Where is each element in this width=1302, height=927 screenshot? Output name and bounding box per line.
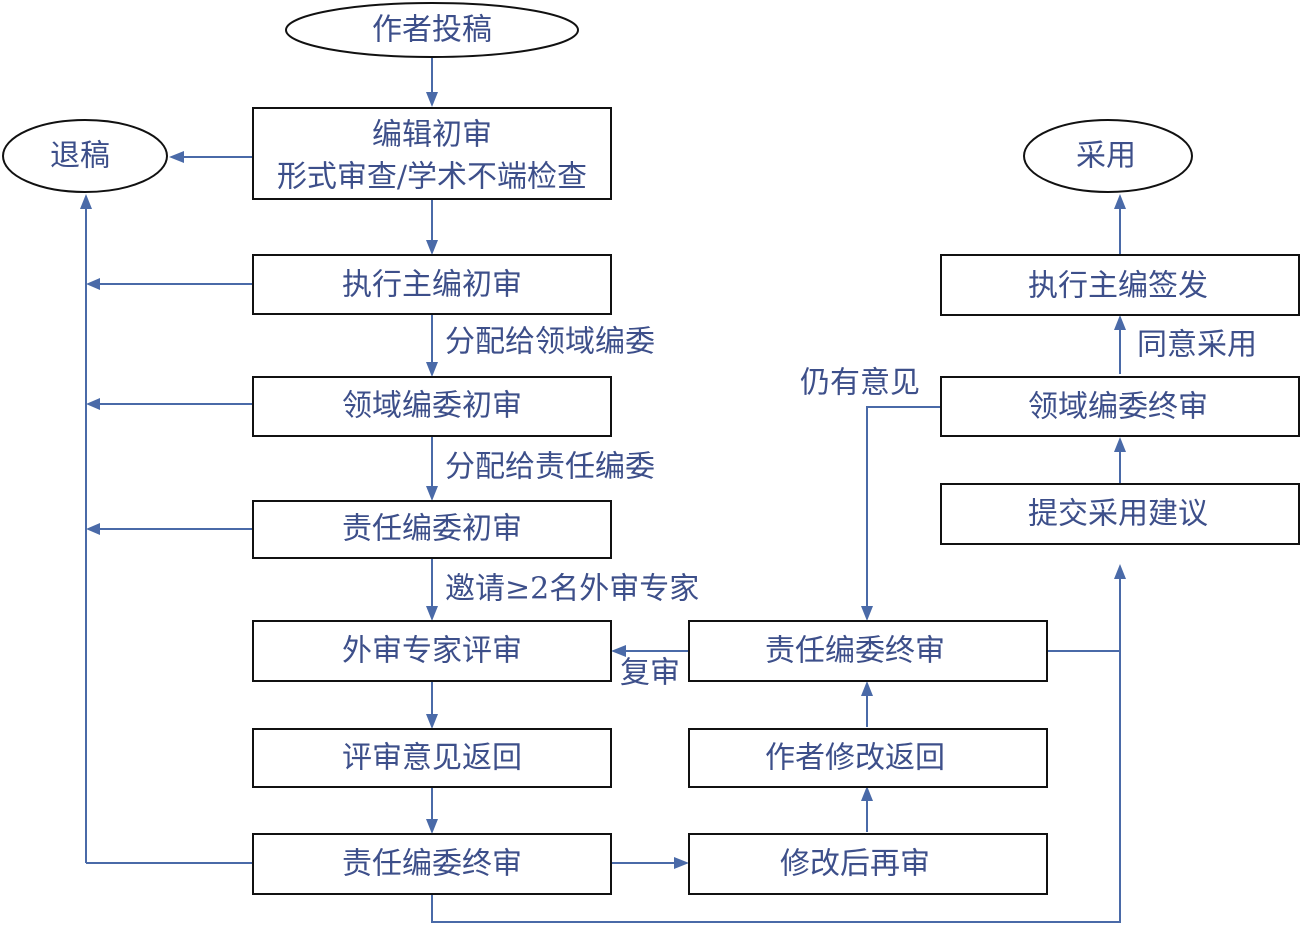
connectors [85,58,1121,923]
node-revise-rereview: 修改后再审 [688,833,1048,895]
revise-rereview-box [688,833,1048,895]
accept-oval [1023,119,1193,193]
label-assign-field-editor: 分配给领域编委 [445,325,655,360]
edge-fieldfinal-back-route [866,406,940,610]
arrowhead-down-resp [426,486,438,501]
arrowhead-down-editorial [426,92,438,107]
editorial-review-line1: 编辑初审 [372,118,492,153]
node-submit-accept-recommendation: 提交采用建议 [940,483,1300,545]
arrowhead-down-final [426,819,438,834]
editorial-review-box [252,107,612,200]
arrowhead-left-exec [86,278,100,290]
label-agree-accept: 同意采用 [1137,328,1257,363]
submit-accept-recommendation-box [940,483,1300,545]
reject-label: 退稿 [50,139,110,174]
label-assign-resp-editor: 分配给责任编委 [445,450,655,485]
arrowhead-up-recommend [1114,564,1126,579]
arrowhead-down-field [426,362,438,377]
resp-editor-final-lower-box [252,833,612,895]
resp-editor-final-upper-label: 责任编委终审 [765,634,945,669]
node-author-revision-returned: 作者修改返回 [688,728,1048,788]
node-accept: 采用 [1023,119,1193,193]
label-invite-reviewers: 邀请≥2名外审专家 [445,572,699,607]
field-editor-final-label: 领域编委终审 [1028,390,1208,425]
author-revision-returned-box [688,728,1048,788]
author-revision-returned-label: 作者修改返回 [765,741,945,776]
node-submit: 作者投稿 [285,2,579,58]
arrowhead-up-fieldfinal [1114,437,1126,452]
arrowhead-left-external [611,645,626,657]
arrowhead-down-exec [426,240,438,255]
node-editorial-review: 编辑初审 形式审查/学术不端检查 [252,107,612,200]
review-returned-box [252,728,612,788]
arrowhead-up-author [861,786,873,801]
reject-oval [2,119,168,193]
node-resp-editor-final-lower: 责任编委终审 [252,833,612,895]
node-review-returned: 评审意见返回 [252,728,612,788]
exec-editor-signoff-box [940,254,1300,316]
node-external-review: 外审专家评审 [252,620,612,682]
arrowhead-up-respfinal [861,681,873,696]
resp-editor-final-lower-label: 责任编委终审 [342,847,522,882]
resp-editor-final-upper-box [688,620,1048,682]
node-field-editor-final: 领域编委终审 [940,376,1300,437]
resp-editor-review-label: 责任编委初审 [342,512,522,547]
accept-label: 采用 [1076,139,1136,174]
submit-oval [285,2,579,58]
exec-editor-signoff-label: 执行主编签发 [1028,269,1208,304]
node-exec-editor-signoff: 执行主编签发 [940,254,1300,316]
field-editor-review-box [252,376,612,437]
node-resp-editor-final-upper: 责任编委终审 [688,620,1048,682]
node-field-editor-review: 领域编委初审 [252,376,612,437]
field-editor-final-box [940,376,1300,437]
external-review-box [252,620,612,682]
resp-editor-review-box [252,500,612,559]
arrowhead-up-accept [1114,194,1126,209]
arrowhead-right-revise [674,857,689,869]
submit-label: 作者投稿 [372,13,492,48]
arrowhead-down-respfinal [861,606,873,621]
exec-editor-review-box [252,254,612,315]
arrowhead-up-signoff [1114,315,1126,330]
submit-accept-recommendation-label: 提交采用建议 [1028,497,1208,532]
arrowhead-down-external [426,606,438,621]
edge-labels: 分配给领域编委 分配给责任编委 邀请≥2名外审专家 同意采用 仍有意见 复审 [445,325,1257,691]
arrowhead-up-reject [80,194,92,209]
node-exec-editor-review: 执行主编初审 [252,254,612,315]
exec-editor-review-label: 执行主编初审 [342,268,522,303]
editorial-review-line2: 形式审查/学术不端检查 [277,160,587,195]
arrowhead-down-returned [426,714,438,729]
arrowhead-left-field [86,398,100,410]
node-reject: 退稿 [2,119,168,193]
arrowheads [80,92,1126,869]
external-review-label: 外审专家评审 [342,634,522,669]
field-editor-review-label: 领域编委初审 [342,389,522,424]
arrowhead-left-resp [86,523,100,535]
arrowhead-left-reject [169,151,184,163]
label-re-review: 复审 [620,656,680,691]
review-returned-label: 评审意见返回 [342,741,522,776]
revise-rereview-label: 修改后再审 [780,847,930,882]
edge-final-to-accept-route [431,575,1121,923]
label-still-comments: 仍有意见 [800,366,920,401]
node-resp-editor-review: 责任编委初审 [252,500,612,559]
